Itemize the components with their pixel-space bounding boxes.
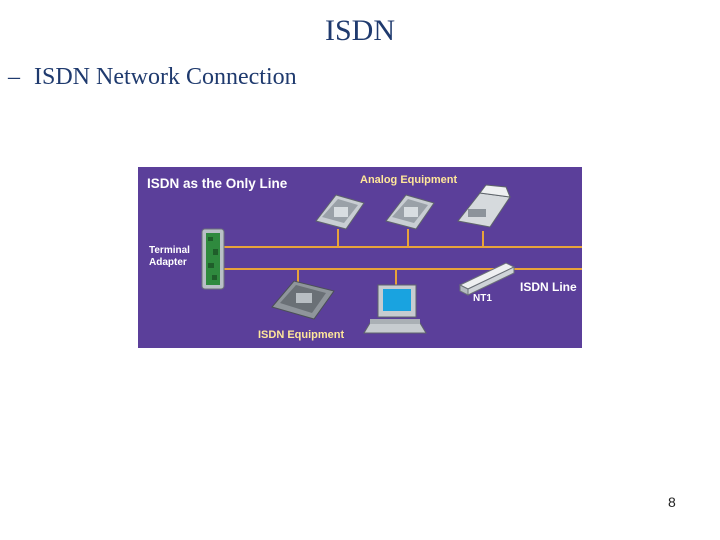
page-number: 8 [668, 494, 676, 510]
diagram-heading: ISDN as the Only Line [147, 176, 288, 191]
terminal-adapter-label-line2: Adapter [149, 257, 187, 268]
computer-icon [363, 284, 427, 334]
bullet-marker: – [8, 64, 20, 90]
terminal-adapter-icon [201, 228, 225, 290]
nt1-label: NT1 [473, 293, 492, 304]
isdn-phone-icon [271, 280, 335, 320]
terminal-adapter-label-line1: Terminal [149, 245, 190, 256]
isdn-equipment-label: ISDN Equipment [258, 329, 345, 341]
fax-machine-icon [457, 184, 511, 228]
terminal-adapter-label: Terminal Adapter [149, 245, 190, 269]
isdn-diagram: ISDN as the Only Line Analog Equipment T… [138, 167, 582, 348]
bullet-text: ISDN Network Connection [34, 64, 297, 90]
slide-title: ISDN [324, 14, 395, 47]
bullet-item: –ISDN Network Connection [8, 64, 297, 91]
analog-phone-2-icon [385, 194, 435, 230]
diagram-graphics [201, 184, 582, 334]
isdn-line-label: ISDN Line [520, 280, 577, 294]
connection-lines [222, 229, 582, 287]
nt1-box-icon [458, 262, 516, 296]
analog-equipment-label: Analog Equipment [360, 174, 458, 186]
analog-phone-1-icon [315, 194, 365, 230]
